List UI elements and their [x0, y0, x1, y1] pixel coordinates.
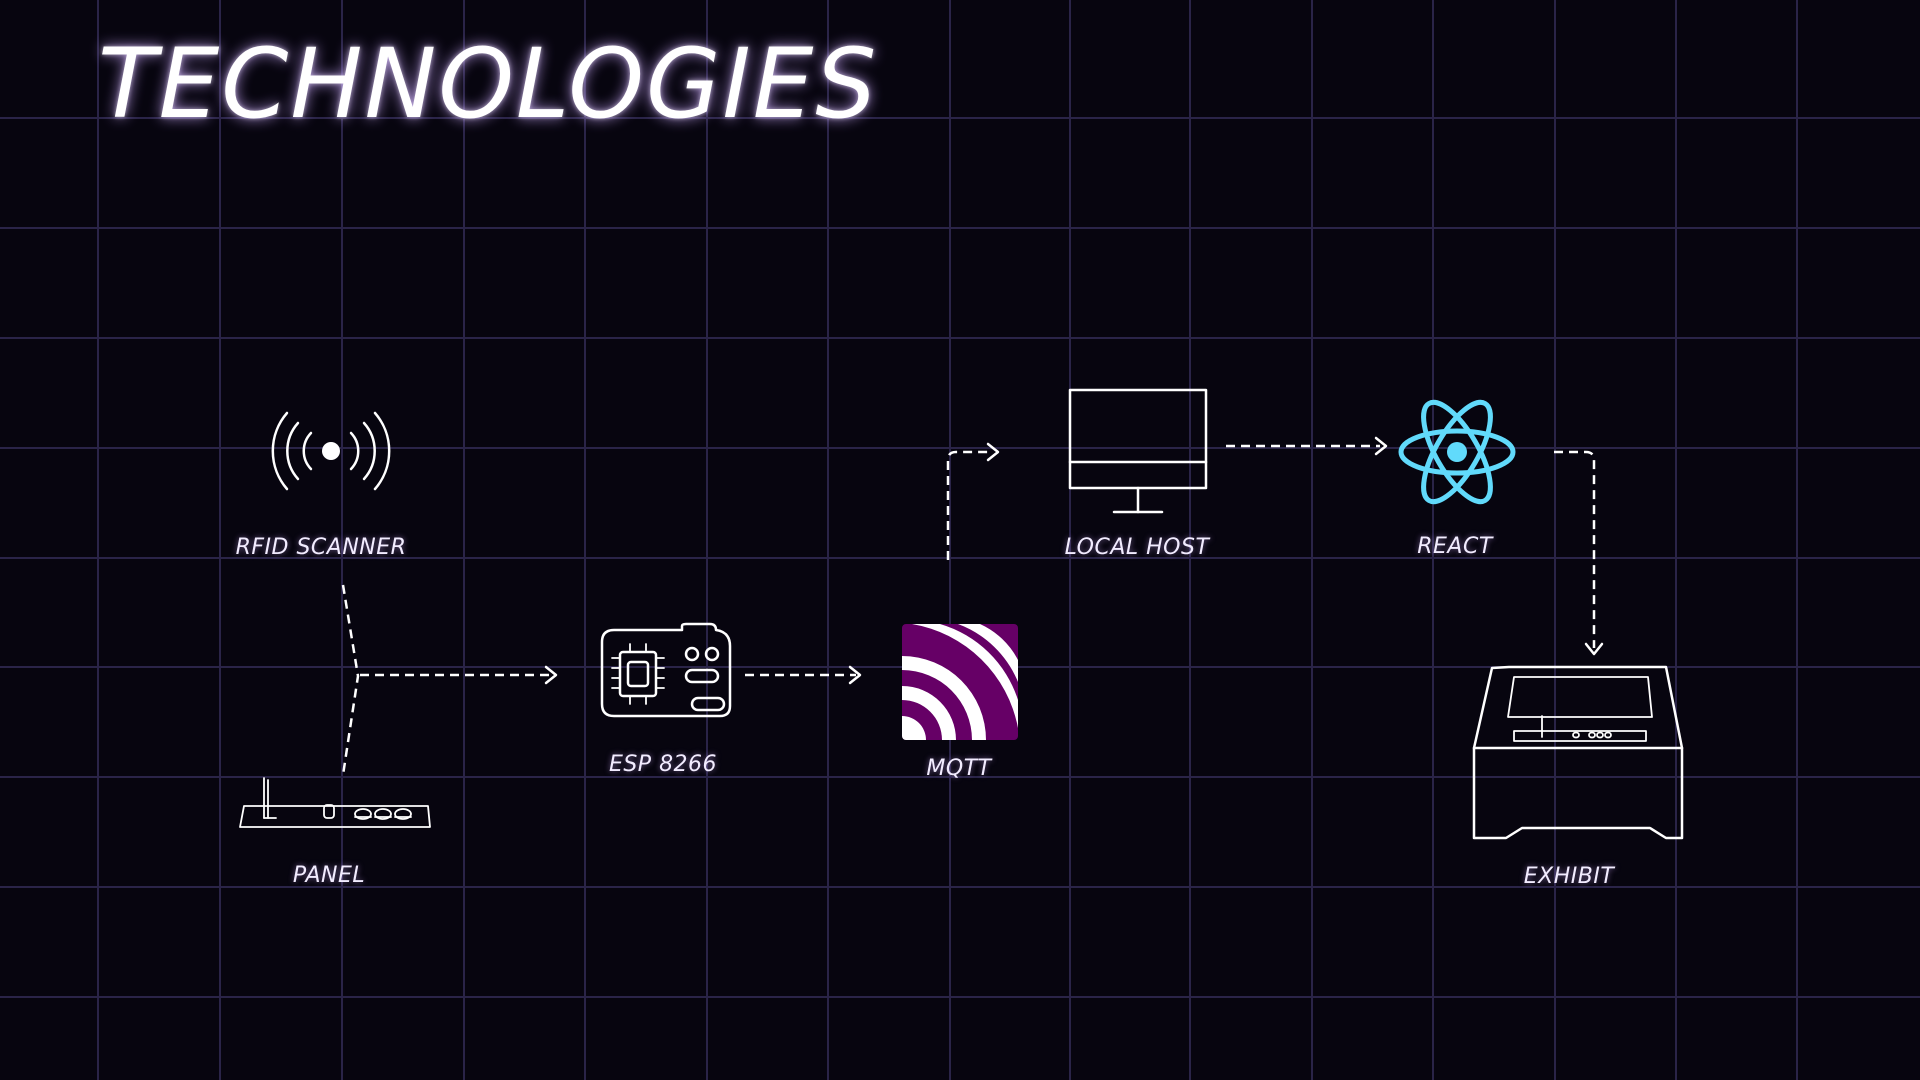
rfid-signal-icon: [271, 411, 391, 491]
mqtt-label: MQTT: [926, 756, 992, 781]
connector-local-host-to-react: [1226, 436, 1388, 456]
panel-board-icon: [239, 777, 431, 828]
mqtt-logo-icon: [902, 624, 1018, 740]
connector-esp-to-mqtt: [745, 665, 862, 685]
exhibit-cabinet-icon: [1472, 665, 1684, 840]
connector-rfid-panel-to-esp: [341, 584, 558, 776]
react-atom-icon: [1398, 399, 1516, 505]
connector-mqtt-to-local-host: [946, 442, 1000, 560]
rfid-scanner-label: RFID SCANNER: [235, 535, 407, 560]
microcontroller-chip-icon: [600, 622, 732, 718]
react-label: REACT: [1417, 534, 1493, 559]
page-title: TECHNOLOGIES: [98, 28, 879, 140]
connector-react-to-exhibit: [1554, 450, 1604, 656]
desktop-monitor-icon: [1068, 388, 1208, 514]
exhibit-label: EXHIBIT: [1523, 864, 1615, 889]
panel-label: PANEL: [292, 863, 366, 888]
esp8266-label: ESP 8266: [608, 752, 718, 777]
local-host-label: LOCAL HOST: [1064, 535, 1210, 560]
